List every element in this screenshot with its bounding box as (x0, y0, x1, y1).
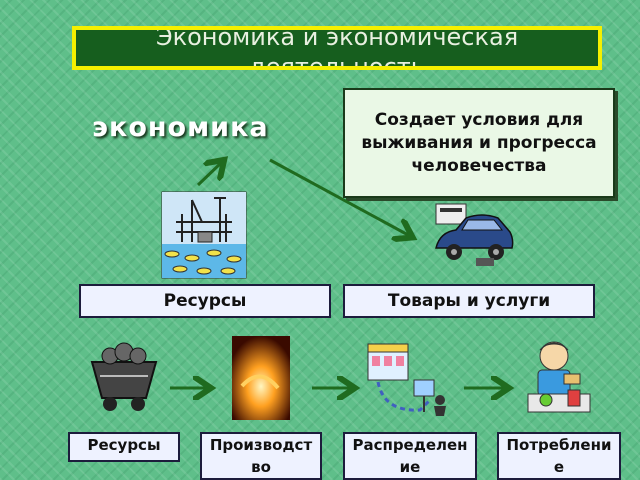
car-icon (435, 203, 514, 266)
distribution-icon (367, 343, 446, 416)
process-label-text: Потребление (506, 436, 612, 476)
goods-label-box: Товары и услуги (343, 284, 595, 318)
resources-label: Ресурсы (163, 291, 247, 311)
process-label-resources: Ресурсы (68, 432, 180, 462)
process-label-text: Распределение (352, 436, 468, 476)
process-label-consumption: Потребление (497, 432, 621, 480)
process-label-text: Производство (209, 436, 313, 476)
process-label-production: Производство (200, 432, 322, 480)
furnace-icon (232, 336, 290, 420)
page-title: Экономика и экономическая деятельность (155, 26, 519, 70)
process-label-distribution: Распределение (343, 432, 477, 480)
title-banner: Экономика и экономическая деятельность (72, 26, 602, 70)
goods-label: Товары и услуги (387, 291, 551, 311)
oil-rig-icon (161, 191, 247, 279)
process-label-text: Ресурсы (87, 436, 161, 454)
economy-heading: экономика (92, 112, 269, 143)
coal-cart-icon (90, 342, 158, 411)
resources-label-box: Ресурсы (79, 284, 331, 318)
consumer-icon (527, 341, 591, 413)
info-box: Создает условия для выживания и прогресс… (343, 88, 615, 198)
